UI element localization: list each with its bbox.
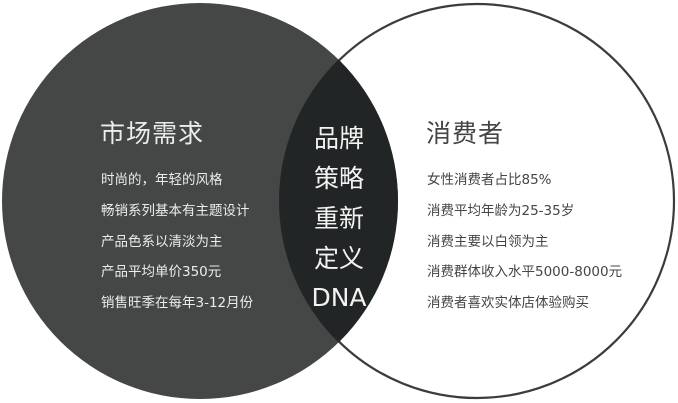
consumer-item: 消费主要以白领为主: [427, 234, 549, 250]
consumer-title: 消费者: [426, 119, 505, 148]
market-demand-item: 产品平均单价350元: [101, 264, 222, 280]
market-demand-item: 时尚的，年轻的风格: [101, 172, 223, 188]
consumer-item: 消费群体收入水平5000-8000元: [427, 264, 623, 280]
market-demand-circle: [2, 3, 398, 399]
market-demand-item: 产品色系以清淡为主: [101, 234, 223, 250]
market-demand-item: 销售旺季在每年3-12月份: [101, 295, 254, 311]
market-demand-title: 市场需求: [100, 119, 205, 148]
brand-strategy-line: 品牌: [313, 124, 364, 153]
brand-strategy-line: 策略: [313, 164, 364, 193]
brand-strategy-line: 重新: [313, 204, 364, 233]
consumer-item: 消费平均年龄为25-35岁: [427, 203, 575, 219]
brand-strategy-line: DNA: [311, 283, 367, 312]
brand-strategy-line: 定义: [313, 244, 364, 273]
consumer-item: 女性消费者占比85%: [427, 172, 552, 188]
consumer-item: 消费者喜欢实体店体验购买: [427, 295, 589, 311]
market-demand-item: 畅销系列基本有主题设计: [101, 203, 250, 219]
